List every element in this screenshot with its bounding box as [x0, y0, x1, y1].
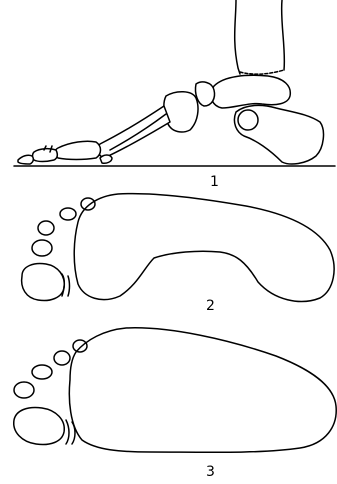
- cuneiform-bone: [164, 92, 198, 132]
- big-toe-print: [22, 264, 65, 301]
- toe-print-3: [38, 221, 54, 235]
- toe-print-full-3: [32, 365, 52, 379]
- panel-3-full-footprint: 3: [14, 328, 336, 480]
- panel-1-skeleton: 1: [14, 0, 335, 190]
- tibia-epiphysis-line: [240, 70, 284, 74]
- footprint-outline-full: [69, 328, 336, 453]
- toe-crease: [62, 274, 70, 296]
- panel-3-label: 3: [206, 464, 215, 480]
- sesamoid-bone: [100, 155, 112, 163]
- big-toe-print-full: [14, 408, 65, 445]
- tibia-bone: [235, 0, 285, 74]
- navicular-bone: [195, 82, 214, 106]
- panel-2-flat-footprint: 2: [22, 194, 334, 314]
- panel-2-label: 2: [206, 298, 215, 314]
- footprint-outline: [74, 194, 334, 302]
- proximal-phalanx: [55, 141, 101, 159]
- middle-phalanx: [33, 149, 58, 162]
- toe-crease-full: [66, 420, 75, 444]
- toe-print-full-2: [14, 382, 34, 398]
- toe-print-full-4: [54, 351, 70, 365]
- toe-print-2: [32, 240, 52, 256]
- distal-phalanx: [18, 155, 33, 164]
- toe-print-5: [81, 198, 95, 210]
- metatarsal-bone: [98, 106, 170, 158]
- calcaneus-process: [238, 110, 258, 130]
- panel-1-label: 1: [210, 174, 219, 190]
- talus-bone: [211, 75, 290, 108]
- toe-print-full-5: [73, 340, 87, 352]
- toe-print-4: [60, 208, 76, 220]
